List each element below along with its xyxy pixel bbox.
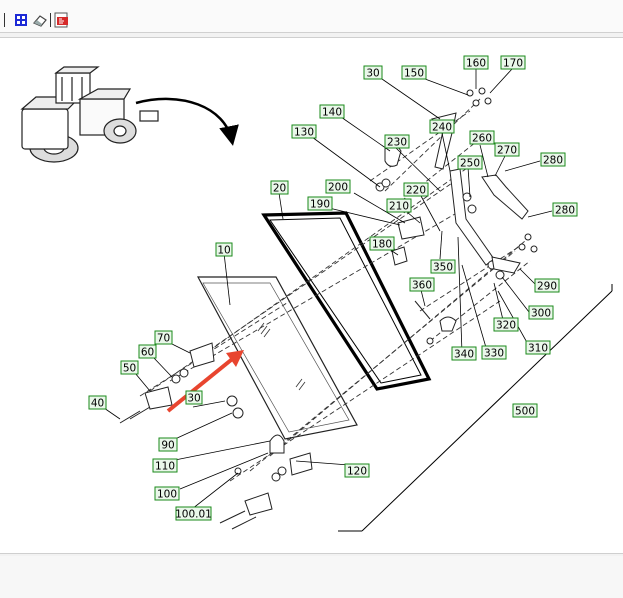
svg-text:70: 70 xyxy=(157,333,170,345)
callout-170[interactable]: 170 xyxy=(500,55,526,70)
glass-frame-20 xyxy=(261,211,432,391)
callout-280[interactable]: 280 xyxy=(552,202,578,217)
callout-labels: 10 20 30 30 40 50 60 70 90 110 100 100.0… xyxy=(88,55,578,521)
callout-280[interactable]: 280 xyxy=(540,152,566,167)
grid-view-icon[interactable] xyxy=(14,12,30,28)
svg-text:170: 170 xyxy=(503,58,523,70)
callout-30[interactable]: 30 xyxy=(185,390,203,405)
svg-text:100: 100 xyxy=(157,489,177,501)
callout-10[interactable]: 10 xyxy=(215,242,233,257)
callout-340[interactable]: 340 xyxy=(451,346,477,361)
svg-text:240: 240 xyxy=(432,122,452,134)
highlight-arrow xyxy=(166,354,238,413)
pdf-export-icon[interactable] xyxy=(54,12,70,28)
callout-230[interactable]: 230 xyxy=(384,134,410,149)
callout-270[interactable]: 270 xyxy=(494,142,520,157)
leader-lines xyxy=(103,68,553,510)
svg-text:210: 210 xyxy=(389,201,409,213)
callout-100-01[interactable]: 100.01 xyxy=(175,506,212,521)
svg-text:90: 90 xyxy=(161,440,174,452)
svg-text:340: 340 xyxy=(454,349,474,361)
svg-text:230: 230 xyxy=(387,137,407,149)
svg-text:200: 200 xyxy=(328,182,348,194)
callout-250[interactable]: 250 xyxy=(457,155,483,170)
callout-320[interactable]: 320 xyxy=(493,317,519,332)
glass-outline-10 xyxy=(196,276,358,440)
callout-260[interactable]: 260 xyxy=(469,130,495,145)
svg-text:500: 500 xyxy=(515,406,535,418)
callout-50[interactable]: 50 xyxy=(120,360,139,375)
callout-110[interactable]: 110 xyxy=(152,458,178,473)
callout-160[interactable]: 160 xyxy=(463,55,489,70)
callout-190[interactable]: 190 xyxy=(307,196,333,211)
assembly-500-boundary xyxy=(361,290,613,532)
callout-70[interactable]: 70 xyxy=(154,330,173,345)
callout-360[interactable]: 360 xyxy=(409,277,435,292)
svg-text:20: 20 xyxy=(273,183,286,195)
svg-text:280: 280 xyxy=(555,205,575,217)
svg-text:290: 290 xyxy=(537,281,557,293)
svg-text:130: 130 xyxy=(294,127,314,139)
callout-30[interactable]: 30 xyxy=(363,65,383,80)
callout-130[interactable]: 130 xyxy=(291,124,317,139)
svg-text:220: 220 xyxy=(406,185,426,197)
svg-text:50: 50 xyxy=(123,363,136,375)
callout-90[interactable]: 90 xyxy=(158,437,178,452)
svg-text:350: 350 xyxy=(433,262,453,274)
footer-area xyxy=(0,556,623,598)
callout-240[interactable]: 240 xyxy=(429,119,455,134)
svg-text:270: 270 xyxy=(497,145,517,157)
svg-text:120: 120 xyxy=(347,466,367,478)
callout-40[interactable]: 40 xyxy=(88,395,107,410)
callout-200[interactable]: 200 xyxy=(325,179,351,194)
callout-210[interactable]: 210 xyxy=(386,198,412,213)
callout-180[interactable]: 180 xyxy=(369,236,395,251)
view-arrow xyxy=(135,97,239,146)
svg-text:190: 190 xyxy=(310,199,330,211)
svg-text:360: 360 xyxy=(412,280,432,292)
svg-text:40: 40 xyxy=(91,398,104,410)
callout-330[interactable]: 330 xyxy=(481,345,507,360)
svg-text:110: 110 xyxy=(155,461,175,473)
callout-500[interactable]: 500 xyxy=(512,403,538,418)
callout-220[interactable]: 220 xyxy=(403,182,429,197)
svg-text:280: 280 xyxy=(543,155,563,167)
callout-350[interactable]: 350 xyxy=(430,259,456,274)
svg-text:320: 320 xyxy=(496,320,516,332)
svg-text:250: 250 xyxy=(460,158,480,170)
callout-150[interactable]: 150 xyxy=(401,65,427,80)
roller-machine-illustration xyxy=(20,66,159,163)
callout-140[interactable]: 140 xyxy=(319,104,345,119)
diagram-panel: 10 20 30 30 40 50 60 70 90 110 100 100.0… xyxy=(0,37,623,554)
svg-text:300: 300 xyxy=(531,308,551,320)
svg-text:30: 30 xyxy=(187,393,200,405)
highlight-arrow-head xyxy=(226,350,244,367)
toolbar-separator xyxy=(4,13,5,27)
svg-text:260: 260 xyxy=(472,133,492,145)
callout-20[interactable]: 20 xyxy=(270,180,289,195)
callout-300[interactable]: 300 xyxy=(528,305,554,320)
callout-290[interactable]: 290 xyxy=(534,278,560,293)
callout-310[interactable]: 310 xyxy=(525,340,551,355)
svg-text:180: 180 xyxy=(372,239,392,251)
svg-text:100.01: 100.01 xyxy=(175,509,212,521)
eraser-icon[interactable] xyxy=(32,12,48,28)
svg-text:160: 160 xyxy=(466,58,486,70)
svg-text:10: 10 xyxy=(217,245,230,257)
toolbar-separator xyxy=(50,13,51,27)
svg-text:30: 30 xyxy=(366,68,379,80)
svg-text:330: 330 xyxy=(484,348,504,360)
callout-60[interactable]: 60 xyxy=(138,344,157,359)
svg-text:60: 60 xyxy=(141,347,154,359)
exploded-view-diagram: 10 20 30 30 40 50 60 70 90 110 100 100.0… xyxy=(20,55,613,532)
svg-text:140: 140 xyxy=(322,107,342,119)
callout-100[interactable]: 100 xyxy=(154,486,180,501)
svg-text:150: 150 xyxy=(404,68,424,80)
toolbar xyxy=(0,0,623,33)
svg-text:310: 310 xyxy=(528,343,548,355)
callout-120[interactable]: 120 xyxy=(344,463,370,478)
